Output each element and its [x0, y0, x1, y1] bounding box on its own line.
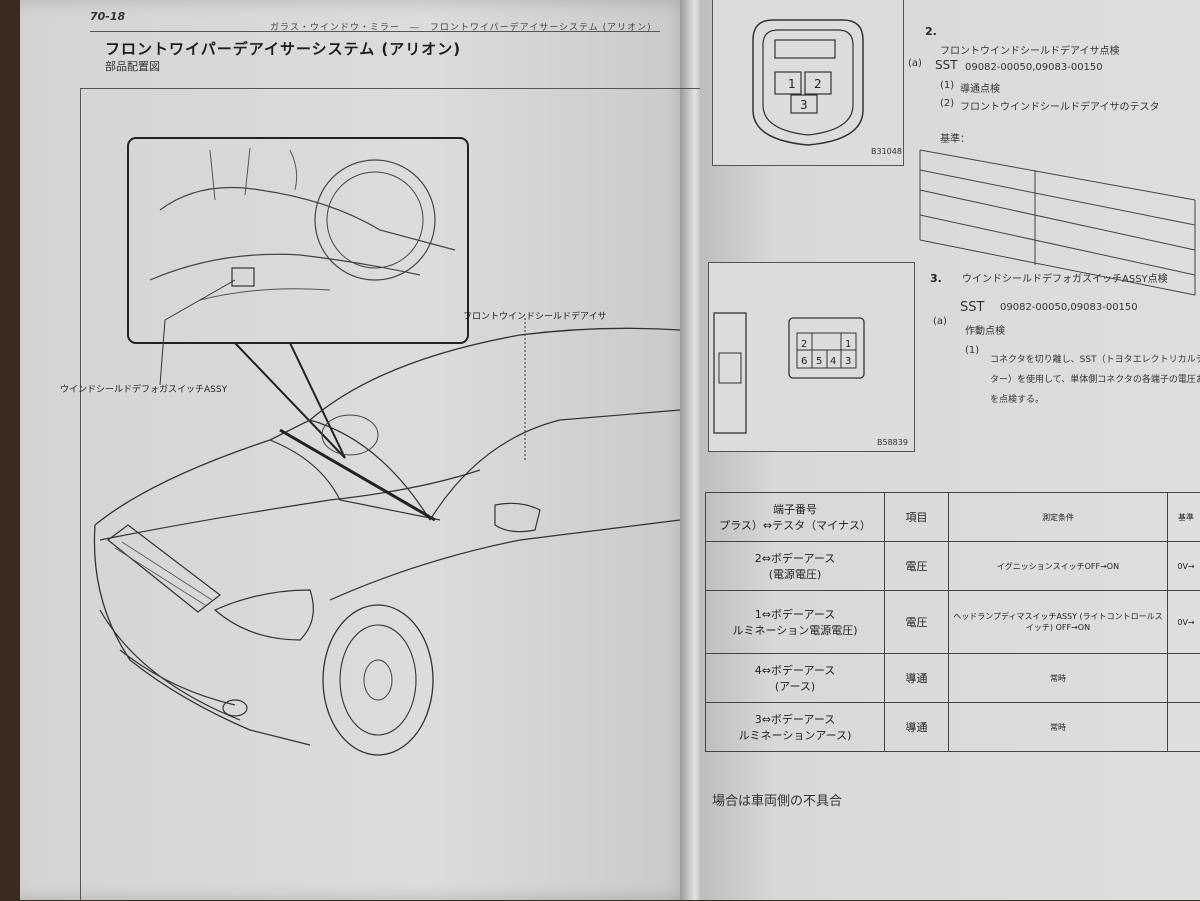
instruction-text: 導通点検 — [960, 80, 1000, 95]
connector-diagram-icon: 1 2 3 — [713, 0, 903, 165]
sub-label: (a) — [933, 316, 947, 327]
footer-note: 場合は車両側の不具合 — [712, 790, 842, 809]
table-row: 1⇔ボデーアース ルミネーション電源電圧) 電圧 ヘッドランプディマスイッチAS… — [706, 591, 1200, 654]
table-row: 3⇔ボデーアース ルミネーションアース) 導通 常時 — [706, 703, 1200, 752]
defogger-label: フロントウインドシールドデアイサ — [463, 309, 607, 322]
terminal-label: 2 — [801, 339, 807, 350]
sub-label: (2) — [940, 98, 954, 109]
table-cell-standard: 0V→ — [1168, 591, 1200, 654]
sub-label: (a) — [908, 58, 922, 69]
header-text: プラス）⇔テスタ（マイナス） — [710, 517, 880, 533]
figure-code: B58839 — [877, 438, 908, 447]
sst-label: SST — [935, 58, 958, 72]
instruction-text: コネクタを切り離し、SST（トヨタエレクトリカルテス — [990, 352, 1200, 365]
table-cell-condition: 常時 — [949, 703, 1168, 752]
table-header-item: 項目 — [885, 493, 949, 542]
connector-figure-3: 2 6 5 4 1 3 B58839 — [708, 262, 915, 452]
cell-text: (電源電圧) — [710, 566, 880, 582]
terminal-label: 6 — [801, 356, 807, 367]
sst-label: SST — [960, 300, 984, 315]
sst-number: 09082-00050,09083-00150 — [965, 62, 1103, 73]
step-number: 3. — [930, 272, 942, 285]
figure-code: B31048 — [871, 147, 902, 156]
connector-figure-2: 1 2 3 B31048 — [712, 0, 904, 166]
instruction-text: を点検する。 — [990, 392, 1044, 405]
cell-text: ルミネーションアース) — [710, 727, 880, 743]
cell-text: 3⇔ボデーアース — [710, 711, 880, 727]
terminal-label: 4 — [830, 356, 836, 367]
terminal-label: 5 — [816, 356, 822, 367]
table-cell-condition: イグニッションスイッチOFF→ON — [949, 542, 1168, 591]
cell-text: 4⇔ボデーアース — [710, 662, 880, 678]
table-cell-terminal: 4⇔ボデーアース (アース) — [706, 654, 885, 703]
cell-text: 1⇔ボデーアース — [710, 606, 880, 622]
table-header-condition: 測定条件 — [949, 493, 1168, 542]
step-title: フロントウインドシールドデアイサ点検 — [940, 42, 1120, 57]
switch-connector-icon: 2 6 5 4 1 3 — [709, 263, 914, 451]
table-cell-item: 電圧 — [885, 591, 949, 654]
table-cell-item: 電圧 — [885, 542, 949, 591]
table-cell-standard — [1168, 654, 1200, 703]
sub-label: (1) — [965, 345, 979, 356]
table-cell-item: 導通 — [885, 703, 949, 752]
terminal-label: 2 — [814, 77, 822, 91]
sub-label: (1) — [940, 80, 954, 91]
table-cell-condition: 常時 — [949, 654, 1168, 703]
table-cell-condition: ヘッドランプディマスイッチASSY (ライトコントロールスイッチ) OFF→ON — [949, 591, 1168, 654]
header-text: 端子番号 — [710, 501, 880, 517]
terminal-label: 3 — [845, 356, 851, 367]
sst-number: 09082-00050,09083-00150 — [1000, 302, 1138, 313]
instruction-text: フロントウインドシールドデアイサのテスタ — [960, 98, 1160, 113]
table-row: 4⇔ボデーアース (アース) 導通 常時 — [706, 654, 1200, 703]
table-cell-standard: 0V→ — [1168, 542, 1200, 591]
table-header-terminal: 端子番号 プラス）⇔テスタ（マイナス） — [706, 493, 885, 542]
table-header-standard: 基準 — [1168, 493, 1200, 542]
table-cell-standard — [1168, 703, 1200, 752]
table-cell-terminal: 1⇔ボデーアース ルミネーション電源電圧) — [706, 591, 885, 654]
parts-location-illustration — [0, 0, 700, 900]
table-header-row: 端子番号 プラス）⇔テスタ（マイナス） 項目 測定条件 基準 — [706, 493, 1200, 542]
cell-text: ルミネーション電源電圧) — [710, 622, 880, 638]
instruction-text: ター）を使用して、単体側コネクタの各端子の電圧および導通 — [990, 372, 1200, 385]
switch-label: ウインドシールドデフォガスイッチASSY — [60, 382, 227, 395]
terminal-label: 3 — [800, 98, 808, 112]
terminal-label: 1 — [788, 77, 796, 91]
table-cell-terminal: 2⇔ボデーアース (電源電圧) — [706, 542, 885, 591]
cell-text: (アース) — [710, 678, 880, 694]
terminal-label: 1 — [845, 339, 851, 350]
instruction-text: 作動点検 — [965, 322, 1005, 337]
step-title: ウインドシールドデフォガスイッチASSY点検 — [962, 270, 1168, 285]
cell-text: 2⇔ボデーアース — [710, 550, 880, 566]
inspection-table: 端子番号 プラス）⇔テスタ（マイナス） 項目 測定条件 基準 2⇔ボデーアース … — [705, 492, 1200, 752]
step-number: 2. — [925, 25, 937, 38]
table-cell-item: 導通 — [885, 654, 949, 703]
table-cell-terminal: 3⇔ボデーアース ルミネーションアース) — [706, 703, 885, 752]
table-row: 2⇔ボデーアース (電源電圧) 電圧 イグニッションスイッチOFF→ON 0V→ — [706, 542, 1200, 591]
